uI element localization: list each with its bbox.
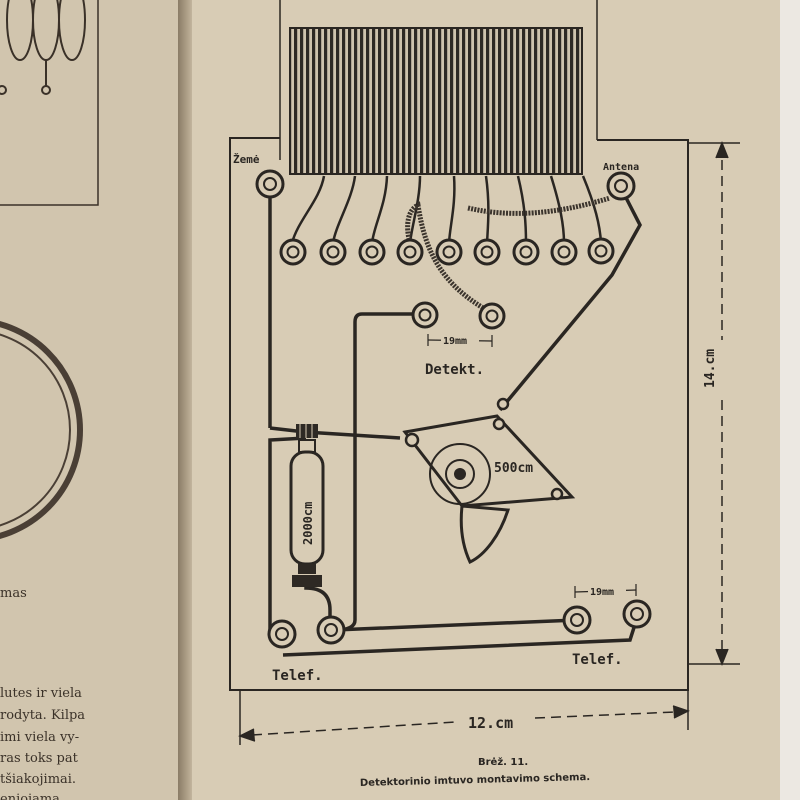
terminal-tap-7 bbox=[512, 238, 540, 266]
terminal-tap-5 bbox=[435, 238, 463, 266]
label-19mm-top: 19mm bbox=[443, 336, 467, 347]
label-500cm: 500cm bbox=[494, 461, 533, 476]
terminal-zeme bbox=[255, 169, 285, 199]
terminal-tap-1 bbox=[279, 238, 307, 266]
terminal-antena bbox=[606, 171, 636, 201]
left-text-line-5: tšiakojimai. bbox=[0, 772, 77, 787]
terminal-telef-right-1 bbox=[562, 605, 592, 635]
terminal-tap-2 bbox=[319, 238, 347, 266]
board-outline bbox=[229, 137, 689, 691]
left-figure-ring bbox=[0, 321, 83, 539]
left-page-label: mas bbox=[0, 586, 27, 601]
caption-figure: Brėž. 11. bbox=[478, 756, 528, 768]
label-2000cm: 2000cm bbox=[301, 502, 315, 545]
terminal-tap-6 bbox=[473, 238, 501, 266]
terminal-telef-left-outer bbox=[267, 619, 297, 649]
left-text-line-3: imi viela vy- bbox=[0, 730, 80, 745]
caption-title: Detektorinio imtuvo montavimo schema. bbox=[360, 772, 590, 789]
label-telef-right: Telef. bbox=[572, 652, 623, 668]
jumper-wire-detector bbox=[405, 201, 494, 316]
terminal-telef-right-2 bbox=[622, 599, 652, 629]
background-edge bbox=[780, 0, 800, 800]
terminal-detector-left bbox=[411, 301, 439, 329]
book-gutter bbox=[178, 0, 196, 800]
dimension-height bbox=[688, 140, 740, 667]
label-detekt: Detekt. bbox=[425, 362, 484, 378]
label-dim-width: 12.cm bbox=[468, 714, 513, 732]
dimension-width bbox=[238, 690, 690, 745]
terminal-telef-left-inner bbox=[316, 615, 346, 645]
left-text-line-1: lutes ir viela bbox=[0, 686, 82, 701]
left-page bbox=[0, 0, 185, 800]
dimension-19mm-bottom: 19mm bbox=[574, 583, 637, 598]
left-text-line-4: ras toks pat bbox=[0, 751, 78, 766]
coil-winding bbox=[289, 27, 583, 175]
label-zeme: Žemė bbox=[233, 153, 260, 166]
left-text-line-6: eniojama bbox=[0, 792, 60, 800]
jumper-wire-antenna bbox=[467, 195, 611, 216]
terminal-tap-9 bbox=[587, 237, 615, 265]
left-text-line-2: rodyta. Kilpa bbox=[0, 708, 86, 723]
label-telef-left: Telef. bbox=[272, 668, 323, 684]
variable-capacitor bbox=[402, 397, 576, 564]
terminal-tap-8 bbox=[550, 238, 578, 266]
dimension-19mm-top: 19mm bbox=[427, 332, 493, 347]
label-dim-height: 14.cm bbox=[703, 349, 718, 388]
label-antena: Antena bbox=[603, 162, 639, 173]
terminal-detector-right bbox=[478, 302, 506, 330]
terminal-group bbox=[255, 169, 652, 649]
fixed-capacitor bbox=[289, 424, 325, 587]
terminal-tap-4 bbox=[396, 238, 424, 266]
left-figure-coil bbox=[0, 0, 99, 206]
label-19mm-bottom: 19mm bbox=[590, 587, 614, 598]
terminal-tap-3 bbox=[358, 238, 386, 266]
